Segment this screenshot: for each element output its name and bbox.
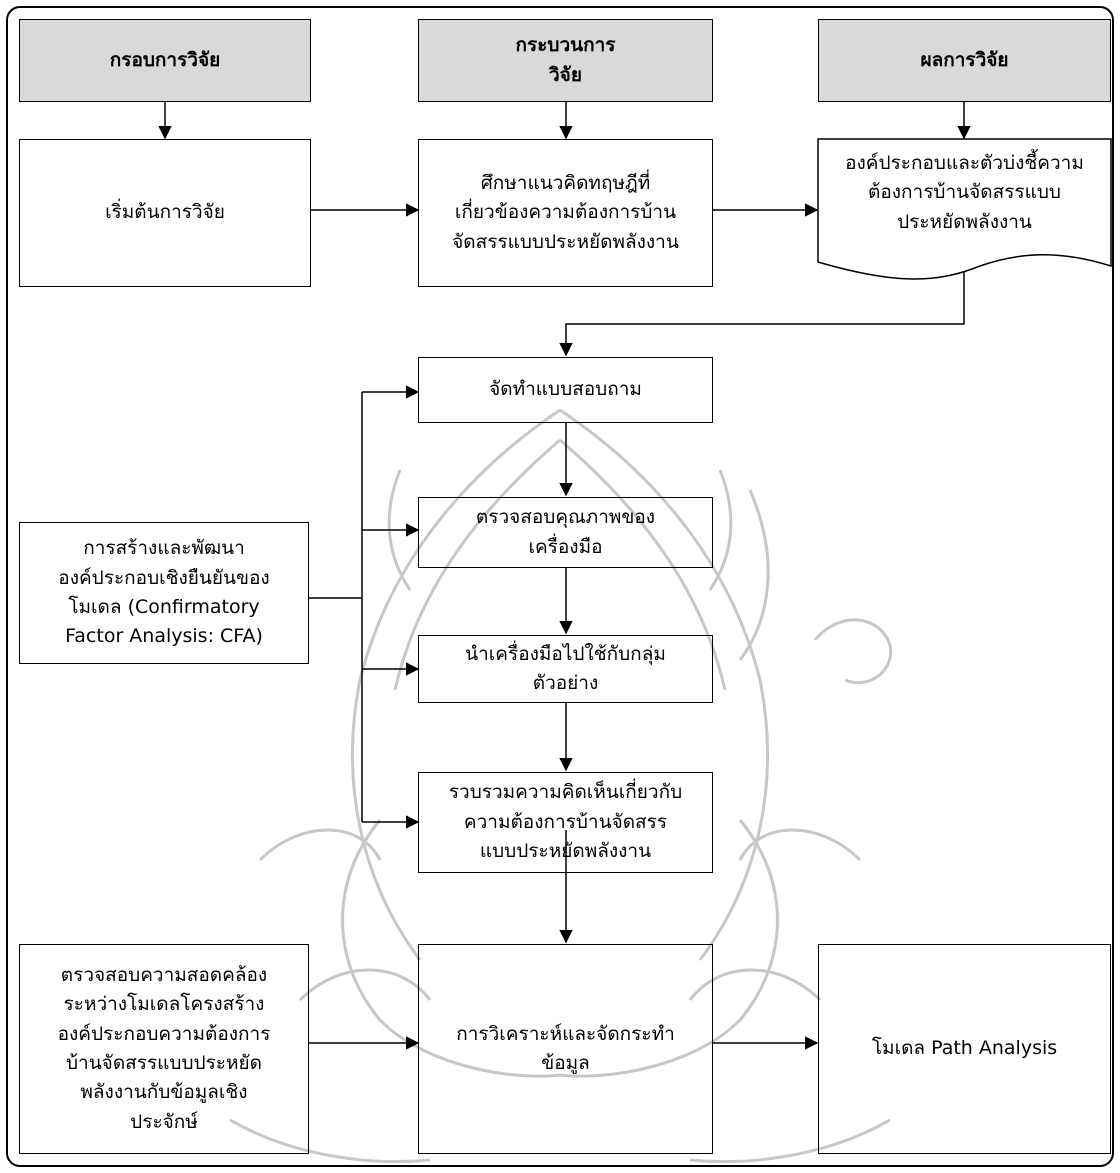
diagram-frame bbox=[6, 6, 1114, 1167]
box-instrument-quality: ตรวจสอบคุณภาพของ เครื่องมือ bbox=[418, 497, 713, 568]
box-start-research: เริ่มต้นการวิจัย bbox=[19, 139, 311, 287]
header-framework: กรอบการวิจัย bbox=[19, 19, 311, 102]
box-collect-opinions: รวบรวมความคิดเห็นเกี่ยวกับ ความต้องการบ้… bbox=[418, 772, 713, 873]
box-apply-sample: นำเครื่องมือไปใช้กับกลุ่ม ตัวอย่าง bbox=[418, 635, 713, 703]
box-model-consistency: ตรวจสอบความสอดคล้อง ระหว่างโมเดลโครงสร้า… bbox=[19, 944, 309, 1154]
box-data-analysis: การวิเคราะห์และจัดกระทำ ข้อมูล bbox=[418, 944, 713, 1154]
header-results: ผลการวิจัย bbox=[818, 19, 1111, 102]
box-cfa: การสร้างและพัฒนา องค์ประกอบเชิงยืนยันของ… bbox=[19, 522, 309, 664]
box-path-analysis-model: โมเดล Path Analysis bbox=[818, 944, 1111, 1154]
box-questionnaire: จัดทำแบบสอบถาม bbox=[418, 357, 713, 423]
document-shape bbox=[817, 138, 1112, 280]
header-process: กระบวนการ วิจัย bbox=[418, 19, 713, 102]
box-study-theory: ศึกษาแนวคิดทฤษฎีที่ เกี่ยวข้องความต้องกา… bbox=[418, 139, 713, 287]
box-components-indicators: องค์ประกอบและตัวบ่งชี้ความ ต้องการบ้านจั… bbox=[845, 152, 1084, 233]
